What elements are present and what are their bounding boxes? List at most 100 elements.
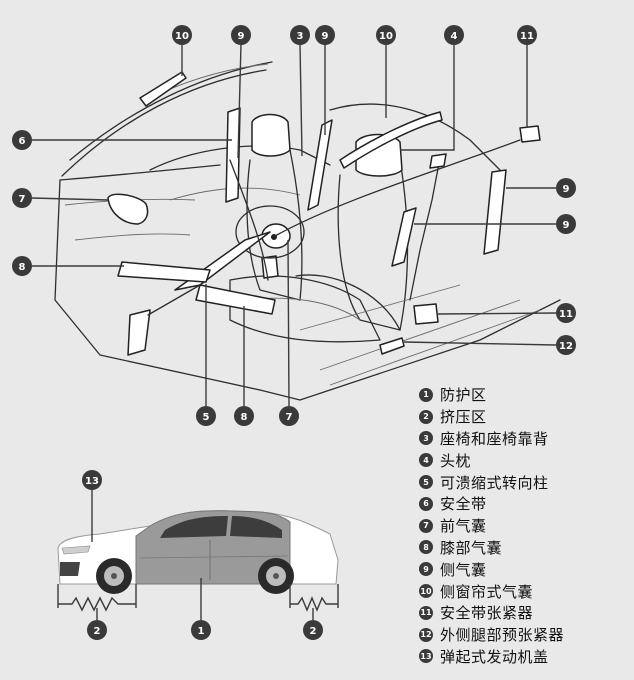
svg-text:9: 9 bbox=[563, 220, 570, 231]
callout-3: 3 bbox=[290, 25, 310, 45]
callout-4: 4 bbox=[444, 25, 464, 45]
callout-7b: 7 bbox=[279, 406, 299, 426]
knee-airbag-upper bbox=[117, 261, 211, 283]
seatbelt-rear bbox=[409, 157, 441, 301]
legend-item: 4 头枕 bbox=[419, 449, 629, 471]
legend-item: 2 挤压区 bbox=[419, 406, 629, 428]
legend-number: 1 bbox=[419, 387, 433, 402]
legend-item: 6 安全带 bbox=[419, 493, 629, 515]
svg-text:8: 8 bbox=[241, 412, 248, 423]
legend-number: 13 bbox=[419, 649, 433, 664]
svg-text:7: 7 bbox=[19, 194, 26, 205]
svg-text:7: 7 bbox=[286, 412, 293, 423]
legend-label: 可溃缩式转向柱 bbox=[440, 473, 549, 492]
side-airbag-pillar bbox=[307, 119, 333, 211]
svg-text:9: 9 bbox=[563, 184, 570, 195]
curtain-airbag-rear bbox=[339, 111, 443, 169]
callout-8a: 8 bbox=[12, 256, 32, 276]
legend-label: 头枕 bbox=[440, 451, 472, 470]
svg-text:11: 11 bbox=[559, 309, 573, 320]
callout-9a: 9 bbox=[231, 25, 251, 45]
legend-label: 外侧腿部预张紧器 bbox=[440, 626, 565, 645]
crumple-zone-front bbox=[57, 584, 137, 620]
legend-label: 防护区 bbox=[440, 386, 487, 405]
legend-label: 前气囊 bbox=[440, 517, 487, 536]
svg-text:1: 1 bbox=[198, 626, 205, 637]
legend-number: 6 bbox=[419, 496, 433, 511]
legend: 1 防护区 2 挤压区 3 座椅和座椅靠背 4 头枕 5 可溃缩式转向柱 6 安全带 7 前气囊 8 膝部气囊… bbox=[419, 384, 629, 667]
belt-guide bbox=[429, 153, 447, 169]
legend-item: 13 弹起式发动机盖 bbox=[419, 646, 629, 668]
callout-7a: 7 bbox=[12, 188, 32, 208]
legend-label: 安全带张紧器 bbox=[440, 604, 534, 623]
car-exterior bbox=[57, 510, 339, 594]
cabin-illustration bbox=[54, 61, 561, 401]
knee-airbag-lower bbox=[195, 284, 276, 315]
belt-tensioner-upper bbox=[519, 125, 541, 143]
legend-item: 7 前气囊 bbox=[419, 515, 629, 537]
legend-number: 8 bbox=[419, 540, 433, 555]
svg-text:2: 2 bbox=[94, 626, 101, 637]
legend-item: 8 膝部气囊 bbox=[419, 537, 629, 559]
leg-pretensioner bbox=[379, 337, 405, 355]
gear-shifter bbox=[261, 255, 279, 279]
callout-9c: 9 bbox=[556, 178, 576, 198]
callout-8b: 8 bbox=[234, 406, 254, 426]
seatbelt-front bbox=[229, 159, 269, 281]
svg-text:8: 8 bbox=[19, 262, 26, 273]
svg-text:5: 5 bbox=[203, 412, 210, 423]
callout-11a: 11 bbox=[517, 25, 537, 45]
svg-text:12: 12 bbox=[559, 341, 573, 352]
callout-12: 12 bbox=[556, 335, 576, 355]
legend-label: 挤压区 bbox=[440, 408, 487, 427]
legend-label: 安全带 bbox=[440, 495, 487, 514]
headrest-front bbox=[251, 113, 291, 157]
leader-lines bbox=[31, 43, 557, 407]
svg-text:3: 3 bbox=[297, 31, 304, 42]
legend-label: 侧气囊 bbox=[440, 560, 487, 579]
svg-text:10: 10 bbox=[175, 31, 189, 42]
callout-9b: 9 bbox=[315, 25, 335, 45]
legend-item: 3 座椅和座椅靠背 bbox=[419, 428, 629, 450]
legend-number: 5 bbox=[419, 475, 433, 490]
legend-item: 5 可溃缩式转向柱 bbox=[419, 471, 629, 493]
curtain-airbag-front bbox=[139, 71, 187, 107]
callout-2a: 2 bbox=[87, 620, 107, 640]
belt-tensioner-lower bbox=[413, 303, 439, 325]
callout-13: 13 bbox=[82, 470, 102, 490]
callout-9d: 9 bbox=[556, 214, 576, 234]
legend-number: 4 bbox=[419, 453, 433, 468]
legend-label: 膝部气囊 bbox=[440, 538, 503, 557]
legend-number: 3 bbox=[419, 431, 433, 446]
legend-item: 10 侧窗帘式气囊 bbox=[419, 580, 629, 602]
callout-10b: 10 bbox=[376, 25, 396, 45]
svg-text:2: 2 bbox=[310, 626, 317, 637]
legend-number: 2 bbox=[419, 409, 433, 424]
svg-text:6: 6 bbox=[19, 136, 26, 147]
crumple-zone-rear bbox=[289, 584, 339, 620]
legend-item: 1 防护区 bbox=[419, 384, 629, 406]
legend-label: 座椅和座椅靠背 bbox=[440, 429, 549, 448]
callout-5: 5 bbox=[196, 406, 216, 426]
legend-number: 10 bbox=[419, 584, 433, 599]
svg-text:4: 4 bbox=[451, 31, 458, 42]
svg-text:11: 11 bbox=[520, 31, 534, 42]
side-airbag-door bbox=[483, 169, 507, 255]
svg-text:13: 13 bbox=[85, 476, 99, 487]
legend-label: 弹起式发动机盖 bbox=[440, 647, 549, 666]
callout-6: 6 bbox=[12, 130, 32, 150]
steering-wheel bbox=[235, 205, 305, 259]
svg-text:9: 9 bbox=[322, 31, 329, 42]
svg-text:10: 10 bbox=[379, 31, 393, 42]
callout-2b: 2 bbox=[303, 620, 323, 640]
legend-label: 侧窗帘式气囊 bbox=[440, 582, 534, 601]
callout-11b: 11 bbox=[556, 303, 576, 323]
callout-10a: 10 bbox=[172, 25, 192, 45]
side-airbag-rear-seat bbox=[391, 207, 417, 267]
pedal bbox=[127, 309, 151, 356]
legend-number: 7 bbox=[419, 518, 433, 533]
